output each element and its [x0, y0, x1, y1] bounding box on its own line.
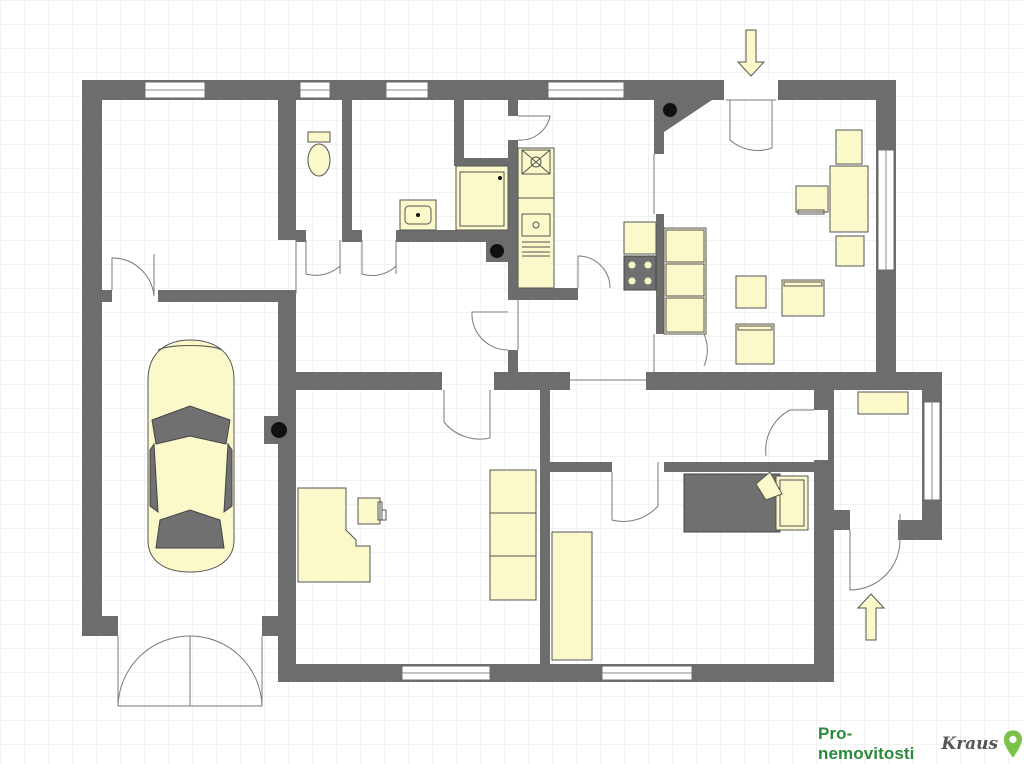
car-icon: [147, 339, 235, 573]
hall-shelf: [857, 391, 909, 415]
brand-script: Kraus: [941, 734, 999, 754]
partition-lines: [295, 154, 655, 381]
wardrobe-bedroom: [551, 531, 593, 661]
office-desk: [297, 487, 387, 583]
entrance-opening: [724, 80, 778, 100]
shower-icon: [455, 165, 509, 231]
toilet-icon: [307, 131, 331, 177]
inner-walls: [100, 100, 834, 664]
kitchen-counter: [517, 147, 555, 289]
location-pin-icon: [1003, 730, 1023, 758]
brand-name: Pro-nemovitosti: [818, 724, 915, 763]
bed: [683, 471, 809, 533]
brand-logo: Pro-nemovitosti Kraus: [818, 724, 1024, 763]
entrance-arrow-icon: [856, 593, 886, 641]
wardrobe-office: [489, 469, 537, 601]
dining-table: [795, 129, 869, 267]
chimney-stack: [264, 100, 712, 444]
sink-icon: [399, 199, 437, 231]
windows: [144, 81, 941, 681]
stove-icon: [623, 221, 657, 291]
sofa: [663, 227, 707, 335]
lounge-chairs: [735, 275, 825, 365]
entrance-arrow-icon: [736, 29, 766, 77]
doors: [111, 100, 901, 707]
